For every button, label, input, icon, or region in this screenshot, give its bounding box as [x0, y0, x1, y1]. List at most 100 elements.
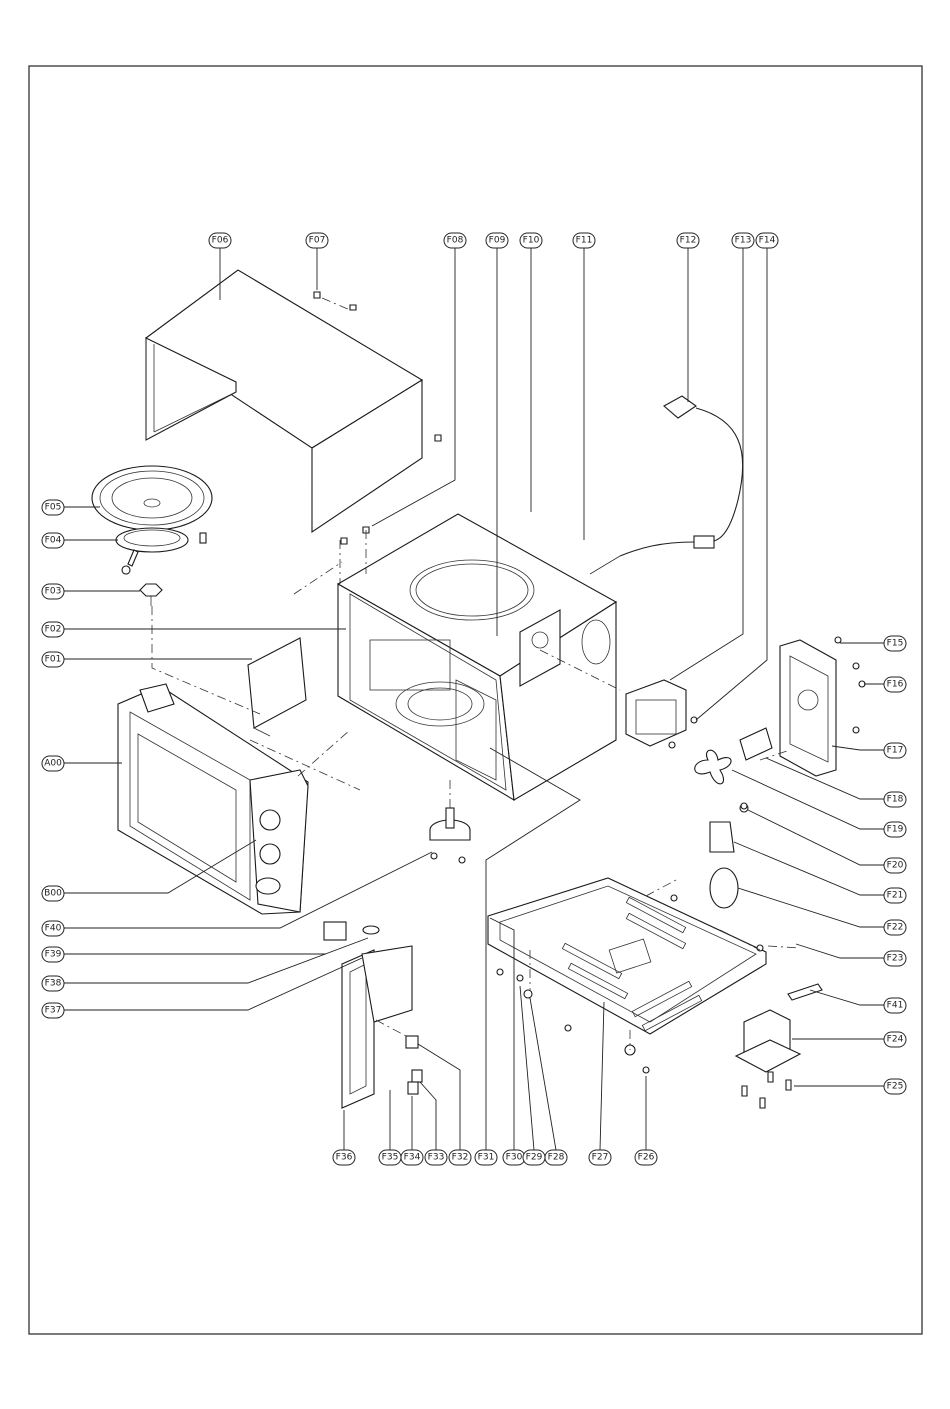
svg-text:F15: F15	[887, 639, 904, 649]
svg-text:F05: F05	[45, 503, 62, 513]
callout-F34: F34	[401, 1150, 423, 1165]
svg-text:F19: F19	[887, 825, 904, 835]
svg-text:F37: F37	[45, 1006, 62, 1016]
callout-F07: F07	[306, 233, 328, 248]
fan-motor	[740, 728, 772, 760]
callout-F14: F14	[756, 233, 778, 248]
svg-text:F12: F12	[680, 236, 697, 246]
callout-F08: F08	[444, 233, 466, 248]
coupler	[140, 584, 162, 606]
svg-text:F20: F20	[887, 861, 904, 871]
callout-F26: F26	[635, 1150, 657, 1165]
callout-F16: F16	[884, 677, 906, 692]
callout-F39: F39	[42, 947, 64, 962]
callout-F25: F25	[884, 1079, 906, 1094]
callout-F03: F03	[42, 584, 64, 599]
svg-text:F41: F41	[887, 1001, 904, 1011]
svg-text:F13: F13	[735, 236, 752, 246]
callout-F38: F38	[42, 976, 64, 991]
svg-text:F34: F34	[404, 1153, 421, 1163]
callout-F01: F01	[42, 652, 64, 667]
svg-text:F02: F02	[45, 625, 62, 635]
svg-text:F04: F04	[45, 536, 62, 546]
svg-text:F17: F17	[887, 746, 904, 756]
callout-F37: F37	[42, 1003, 64, 1018]
callout-F06: F06	[209, 233, 231, 248]
svg-text:F33: F33	[428, 1153, 445, 1163]
callout-F13: F13	[732, 233, 754, 248]
callout-F04: F04	[42, 533, 64, 548]
callout-F12: F12	[677, 233, 699, 248]
svg-text:F39: F39	[45, 950, 62, 960]
callout-F10: F10	[520, 233, 542, 248]
callout-F27: F27	[589, 1150, 611, 1165]
power-cord	[590, 396, 743, 574]
svg-text:F01: F01	[45, 655, 62, 665]
callout-F05: F05	[42, 500, 64, 515]
svg-text:F26: F26	[638, 1153, 655, 1163]
svg-text:F31: F31	[478, 1153, 495, 1163]
callout-F29: F29	[523, 1150, 545, 1165]
svg-text:F32: F32	[452, 1153, 469, 1163]
svg-text:F09: F09	[489, 236, 506, 246]
callout-F11: F11	[573, 233, 595, 248]
callout-F22: F22	[884, 920, 906, 935]
callout-B00: B00	[42, 886, 64, 901]
callout-F33: F33	[425, 1150, 447, 1165]
svg-text:F08: F08	[447, 236, 464, 246]
oven-cavity	[338, 514, 616, 800]
svg-text:F10: F10	[523, 236, 540, 246]
svg-text:F03: F03	[45, 587, 62, 597]
svg-text:F40: F40	[45, 924, 62, 934]
callout-F18: F18	[884, 792, 906, 807]
svg-text:F11: F11	[576, 236, 593, 246]
callout-F20: F20	[884, 858, 906, 873]
svg-text:F28: F28	[548, 1153, 565, 1163]
callout-F32: F32	[449, 1150, 471, 1165]
callout-F23: F23	[884, 951, 906, 966]
svg-text:F06: F06	[212, 236, 229, 246]
callout-F30: F30	[503, 1150, 525, 1165]
svg-text:F25: F25	[887, 1082, 904, 1092]
svg-text:A00: A00	[44, 759, 62, 769]
svg-text:F07: F07	[309, 236, 326, 246]
cavity-screws	[341, 527, 369, 544]
callout-F02: F02	[42, 622, 64, 637]
svg-text:F16: F16	[887, 680, 904, 690]
svg-text:B00: B00	[44, 889, 62, 899]
svg-text:F29: F29	[526, 1153, 543, 1163]
door-assembly	[118, 684, 308, 914]
callout-F36: F36	[333, 1150, 355, 1165]
callout-F15: F15	[884, 636, 906, 651]
timer-switch	[324, 922, 379, 940]
svg-text:F23: F23	[887, 954, 904, 964]
turntable-motor	[430, 808, 470, 863]
fan-blade	[695, 750, 731, 784]
svg-text:F38: F38	[45, 979, 62, 989]
callout-F09: F09	[486, 233, 508, 248]
magnetron	[626, 680, 697, 748]
fan-guard	[780, 640, 836, 776]
svg-text:F27: F27	[592, 1153, 609, 1163]
turntable-tray	[92, 466, 212, 530]
transformer	[736, 1010, 800, 1108]
callout-F17: F17	[884, 743, 906, 758]
callout-F28: F28	[545, 1150, 567, 1165]
svg-text:F35: F35	[382, 1153, 399, 1163]
callout-A00: A00	[42, 756, 64, 771]
svg-text:F21: F21	[887, 891, 904, 901]
control-bracket	[342, 946, 422, 1108]
svg-text:F36: F36	[336, 1153, 353, 1163]
svg-text:F14: F14	[759, 236, 776, 246]
callout-F24: F24	[884, 1032, 906, 1047]
svg-text:F24: F24	[887, 1035, 904, 1045]
svg-text:F22: F22	[887, 923, 904, 933]
svg-text:F18: F18	[887, 795, 904, 805]
roller-ring	[116, 528, 206, 574]
callout-F35: F35	[379, 1150, 401, 1165]
callout-F31: F31	[475, 1150, 497, 1165]
hv-capacitor	[710, 804, 748, 908]
callout-F41: F41	[884, 998, 906, 1013]
